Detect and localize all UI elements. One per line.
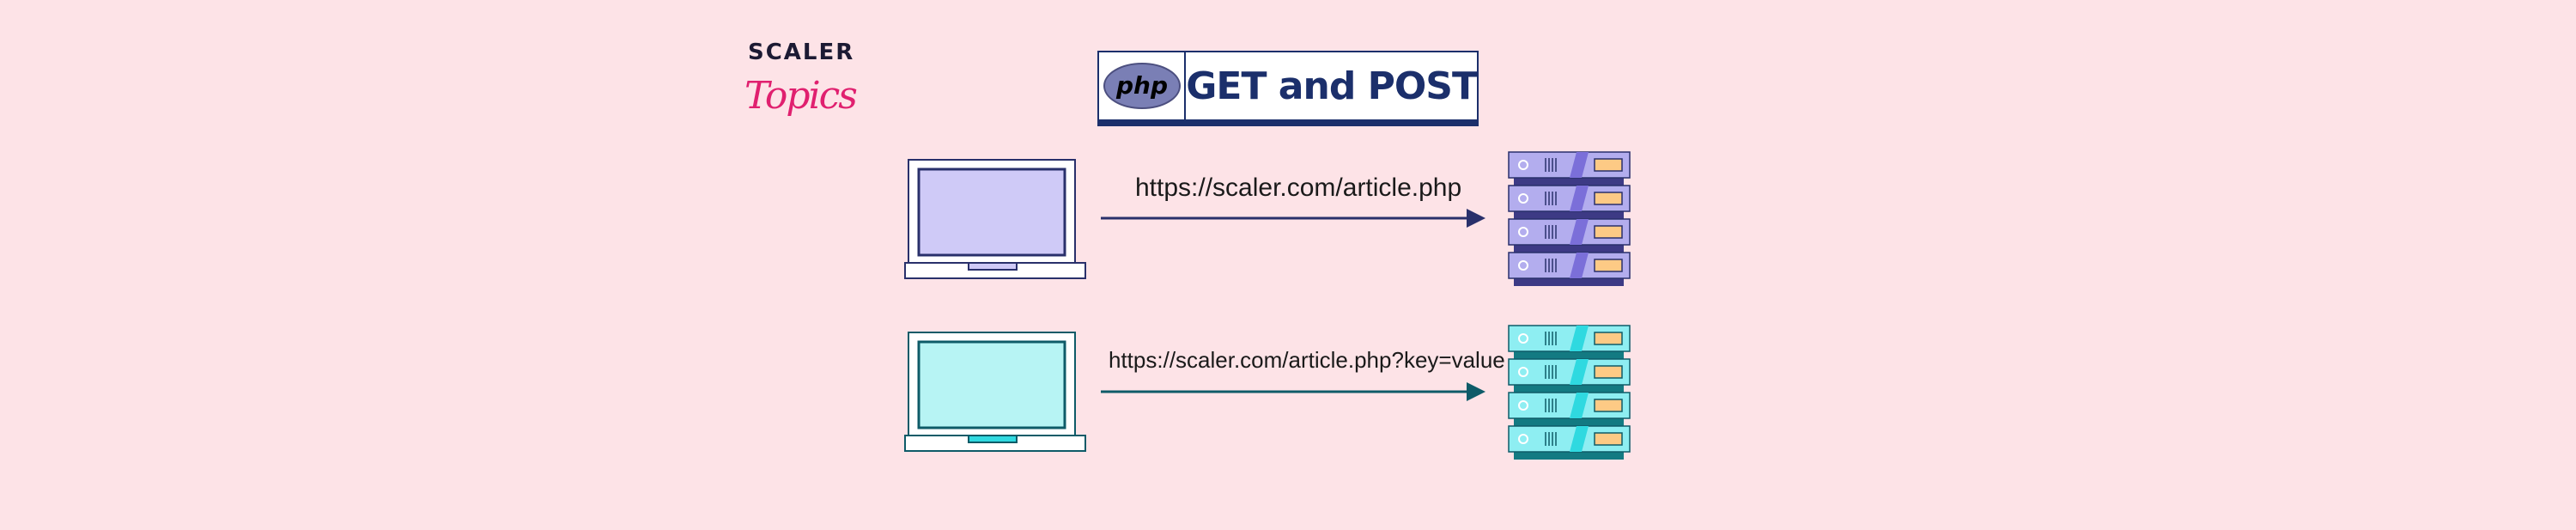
post-request-url: https://scaler.com/article.php?key=value bbox=[1109, 347, 1505, 373]
logo-scaler-text: SCALER bbox=[748, 40, 855, 65]
power-led-icon bbox=[1518, 193, 1528, 204]
server-unit bbox=[1508, 358, 1631, 386]
drive-bay-icon bbox=[1594, 365, 1623, 379]
drive-bay-icon bbox=[1594, 259, 1623, 272]
power-led-icon bbox=[1518, 160, 1528, 170]
drive-bay-icon bbox=[1594, 225, 1623, 239]
power-led-icon bbox=[1518, 227, 1528, 237]
server-unit bbox=[1508, 252, 1631, 279]
client-laptop-get bbox=[904, 159, 1086, 279]
server-stack-post bbox=[1508, 325, 1631, 460]
client-laptop-post bbox=[904, 332, 1086, 452]
server-unit bbox=[1508, 392, 1631, 419]
power-led-icon bbox=[1518, 260, 1528, 271]
drive-bay-icon bbox=[1594, 158, 1623, 172]
post-request-arrow bbox=[1101, 382, 1485, 401]
server-unit bbox=[1508, 151, 1631, 179]
php-logo-text: php bbox=[1115, 71, 1168, 100]
server-stack-get bbox=[1508, 151, 1631, 286]
title-banner: php GET and POST bbox=[1097, 51, 1479, 126]
power-led-icon bbox=[1518, 367, 1528, 377]
scaler-topics-logo: SCALER Topics bbox=[744, 40, 858, 129]
page-title: GET and POST bbox=[1186, 64, 1478, 108]
drive-bay-icon bbox=[1594, 192, 1623, 205]
drive-bay-icon bbox=[1594, 399, 1623, 412]
drive-bay-icon bbox=[1594, 332, 1623, 345]
php-logo-icon: php bbox=[1099, 52, 1187, 119]
power-led-icon bbox=[1518, 400, 1528, 411]
logo-topics-text: Topics bbox=[744, 74, 858, 118]
get-request-arrow bbox=[1101, 209, 1485, 228]
server-unit bbox=[1508, 425, 1631, 453]
server-unit bbox=[1508, 185, 1631, 212]
power-led-icon bbox=[1518, 434, 1528, 444]
power-led-icon bbox=[1518, 333, 1528, 344]
get-request-url: https://scaler.com/article.php bbox=[1135, 174, 1462, 202]
server-unit bbox=[1508, 325, 1631, 352]
server-unit bbox=[1508, 218, 1631, 246]
drive-bay-icon bbox=[1594, 432, 1623, 446]
